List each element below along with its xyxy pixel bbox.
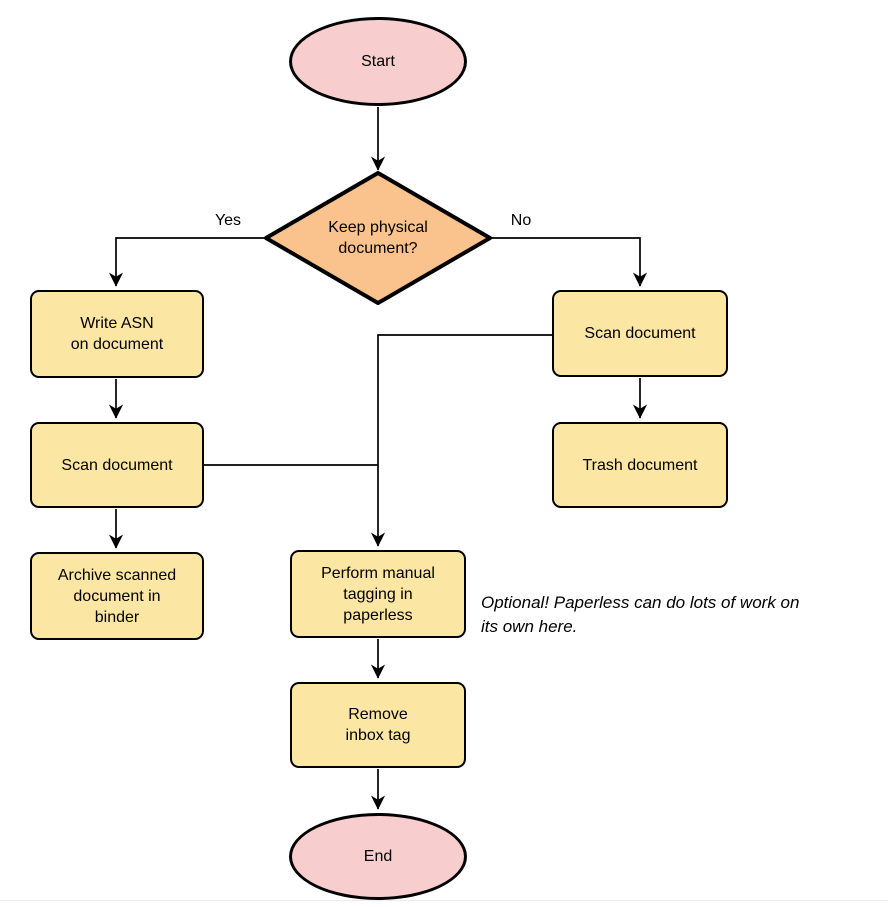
annotation-optional-note: Optional! Paperless can do lots of work … [481,593,800,636]
node-write-asn-on-document: Write ASN on document [30,290,204,378]
node-end: End [289,813,467,900]
edge-decision-yes-to-write-asn [108,237,266,287]
node-start: Start [289,17,467,106]
node-trash-document: Trash document [552,422,728,508]
edge-decision-no-to-scan-right [490,237,648,287]
node-perform-manual-tagging-in-paperless: Perform manual tagging in paperless [290,550,466,638]
node-remove-inbox-tag: Remove inbox tag [290,682,466,768]
node-keep-physical-document-label: Keep physical document? [328,219,428,257]
edge-label-no: No [510,212,532,229]
node-scan-document-right: Scan document [552,290,728,377]
edge-label-yes: Yes [214,212,242,229]
edge-scan-right-to-perform [370,334,552,547]
bottom-hairline [0,900,888,901]
node-scan-document-left: Scan document [30,422,204,508]
node-archive-scanned-document-in-binder: Archive scanned document in binder [30,552,204,640]
